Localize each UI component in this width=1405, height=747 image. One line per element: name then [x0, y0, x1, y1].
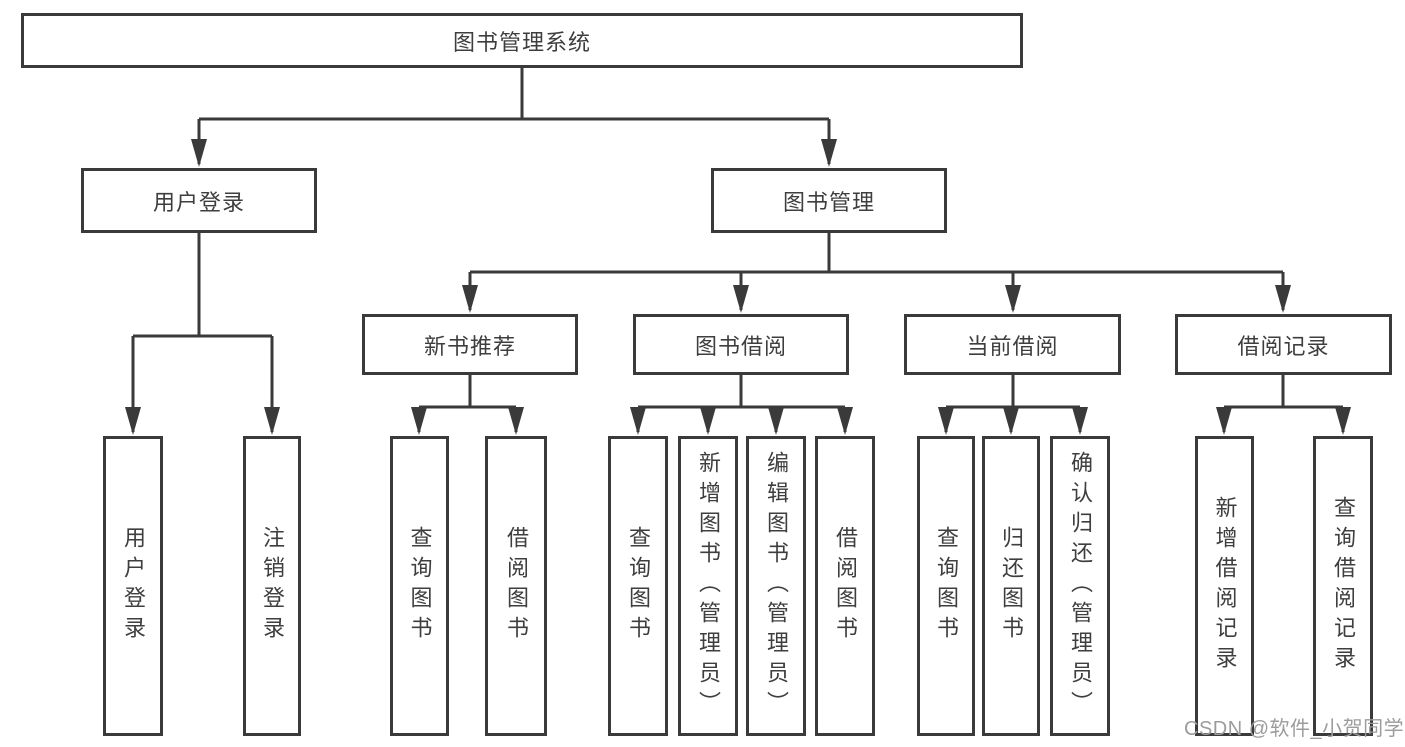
watermark-csdn: CSDN @软件_小贺同学: [1184, 718, 1405, 740]
leaf-confirm-return-admin: 确认归还（管理员）: [1050, 436, 1110, 736]
node-current-borrowing: 当前借阅: [904, 314, 1121, 375]
leaf-borrow-books-borrowing: 借阅图书: [815, 436, 875, 736]
node-new-book-recommend: 新书推荐: [362, 314, 578, 375]
leaf-query-borrow-record: 查询借阅记录: [1313, 436, 1373, 736]
node-borrowing-records: 借阅记录: [1175, 314, 1392, 375]
node-book-borrowing: 图书借阅: [633, 314, 849, 375]
leaf-add-book-admin: 新增图书（管理员）: [678, 436, 738, 736]
leaf-borrow-books-recommend: 借阅图书: [485, 436, 547, 736]
connector-paths: [131, 68, 1345, 432]
leaf-return-books: 归还图书: [982, 436, 1040, 736]
leaf-query-books-borrowing: 查询图书: [608, 436, 668, 736]
node-library-system: 图书管理系统: [21, 13, 1023, 68]
leaf-logout: 注销登录: [243, 436, 301, 736]
node-user-login: 用户登录: [81, 168, 317, 233]
node-book-management: 图书管理: [711, 168, 947, 233]
leaf-edit-book-admin: 编辑图书（管理员）: [746, 436, 806, 736]
leaf-query-books-current: 查询图书: [917, 436, 975, 736]
leaf-query-books-recommend: 查询图书: [390, 436, 449, 736]
leaf-user-login: 用户登录: [103, 436, 163, 736]
leaf-add-borrow-record: 新增借阅记录: [1195, 436, 1254, 736]
